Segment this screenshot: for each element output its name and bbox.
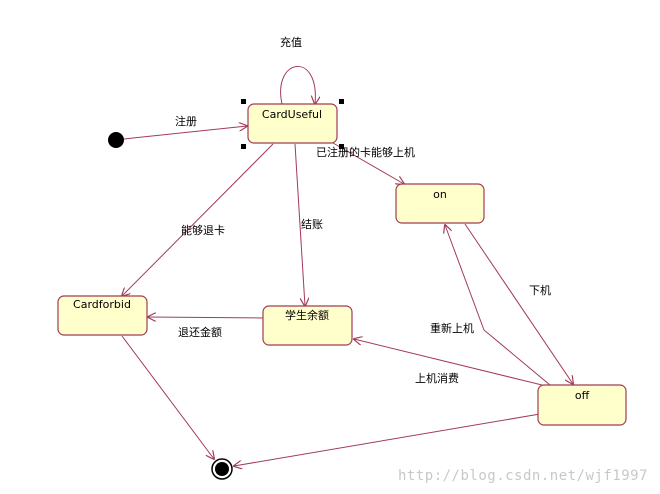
label-can-login: 已注册的卡能够上机 xyxy=(316,145,415,159)
label-checkout: 结账 xyxy=(301,218,323,231)
label-relogin: 重新上机 xyxy=(430,321,474,335)
svg-text:学生余额: 学生余额 xyxy=(285,308,329,322)
transition-register xyxy=(123,126,247,140)
transition-relogin xyxy=(445,225,551,386)
svg-text:on: on xyxy=(433,188,447,201)
label-consume: 上机消费 xyxy=(415,371,459,385)
svg-text:CardUseful: CardUseful xyxy=(262,108,322,121)
label-can-refund: 能够退卡 xyxy=(181,223,225,237)
label-recharge: 充值 xyxy=(280,35,302,49)
transition-forbid-final xyxy=(121,335,214,459)
svg-text:Cardforbid: Cardforbid xyxy=(73,298,131,311)
svg-text:off: off xyxy=(575,389,590,402)
transition-recharge xyxy=(280,65,316,104)
state-card-useful: CardUseful xyxy=(247,103,338,144)
transition-off-final xyxy=(234,413,541,466)
initial-state xyxy=(108,132,124,148)
label-refund-amount: 退还金额 xyxy=(178,325,222,339)
transition-can-refund xyxy=(122,143,274,296)
transition-consume xyxy=(354,339,543,386)
state-cardforbid: Cardforbid xyxy=(57,295,148,336)
transition-logout xyxy=(464,223,573,384)
watermark: http://blog.csdn.net/wjf1997 xyxy=(397,468,648,484)
label-register: 注册 xyxy=(175,114,197,128)
transition-refund-amount xyxy=(148,317,264,318)
transition-checkout xyxy=(294,143,305,306)
state-on: on xyxy=(395,183,485,224)
label-logout: 下机 xyxy=(529,283,551,297)
state-off: off xyxy=(537,384,627,426)
state-student-balance: 学生余额 xyxy=(262,305,353,346)
transition-can-login xyxy=(332,142,404,184)
selection-handles xyxy=(241,99,344,149)
final-state xyxy=(211,458,233,480)
